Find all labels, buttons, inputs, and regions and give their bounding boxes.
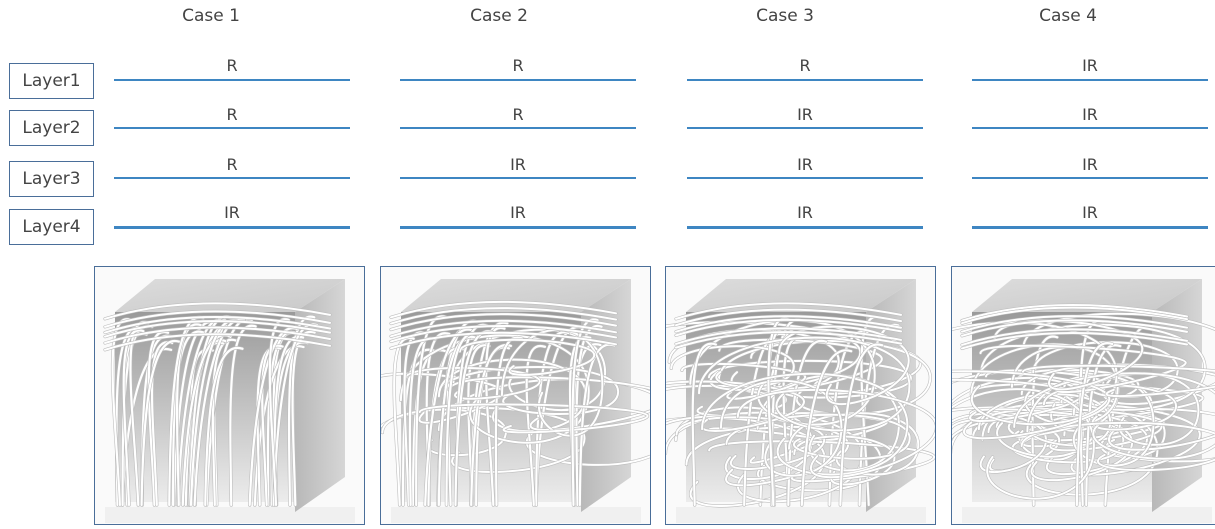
case-2-render (380, 266, 651, 525)
case-3-title: Case 3 (756, 6, 814, 26)
layer-state-label: IR (1082, 203, 1098, 222)
layer-line (114, 127, 350, 129)
layer-line (972, 177, 1208, 179)
layer-state-label: IR (797, 203, 813, 222)
floor (391, 507, 641, 523)
layer-line (114, 226, 350, 229)
layer-line (400, 226, 636, 229)
case-4-title: Case 4 (1039, 6, 1097, 26)
layer-line (687, 127, 923, 129)
box-side-face (581, 279, 631, 512)
floor (962, 507, 1212, 523)
layer-line (114, 177, 350, 179)
fibers (952, 303, 1215, 507)
layer-state-label: IR (510, 155, 526, 174)
layer-state-label: IR (1082, 56, 1098, 75)
layer-state-label: R (512, 105, 524, 124)
layer-state-label: R (226, 155, 238, 174)
fiber-box-illustration (666, 279, 935, 523)
layer-line (400, 177, 636, 179)
layer-state-label: IR (510, 203, 526, 222)
layer-line (687, 226, 923, 229)
fiber-box-illustration (381, 279, 650, 523)
layer-state-label: IR (797, 155, 813, 174)
layer-line (972, 226, 1208, 229)
layer-line (972, 127, 1208, 129)
layer-line (972, 79, 1208, 81)
layer-line (114, 79, 350, 81)
fibers (103, 301, 332, 507)
case-1-render (94, 266, 365, 525)
fiber-box-illustration (952, 279, 1215, 523)
layer-state-label: IR (1082, 155, 1098, 174)
box-top-face (972, 279, 1202, 312)
layer-state-label: IR (224, 203, 240, 222)
case-3-render (665, 266, 936, 525)
fibers (381, 300, 650, 507)
case-1-title: Case 1 (182, 6, 240, 26)
layer-line (687, 79, 923, 81)
layer-3-box: Layer3 (9, 161, 94, 197)
layer-state-label: IR (797, 105, 813, 124)
layer-1-box: Layer1 (9, 63, 94, 99)
layer-4-box: Layer4 (9, 209, 94, 245)
layer-line (400, 79, 636, 81)
layer-state-label: R (512, 56, 524, 75)
fiber-box-illustration (103, 279, 355, 523)
layer-state-label: IR (1082, 105, 1098, 124)
fibers (666, 301, 935, 508)
floor (105, 507, 355, 523)
layer-2-box: Layer2 (9, 110, 94, 146)
layer-line (687, 177, 923, 179)
case-2-title: Case 2 (470, 6, 528, 26)
box-top-face (115, 279, 345, 312)
floor (676, 507, 926, 523)
layer-state-label: R (226, 105, 238, 124)
box-side-face (295, 279, 345, 512)
case-4-render (951, 266, 1215, 525)
layer-line (400, 127, 636, 129)
layer-state-label: R (226, 56, 238, 75)
box-top-face (686, 279, 916, 312)
layer-state-label: R (799, 56, 811, 75)
